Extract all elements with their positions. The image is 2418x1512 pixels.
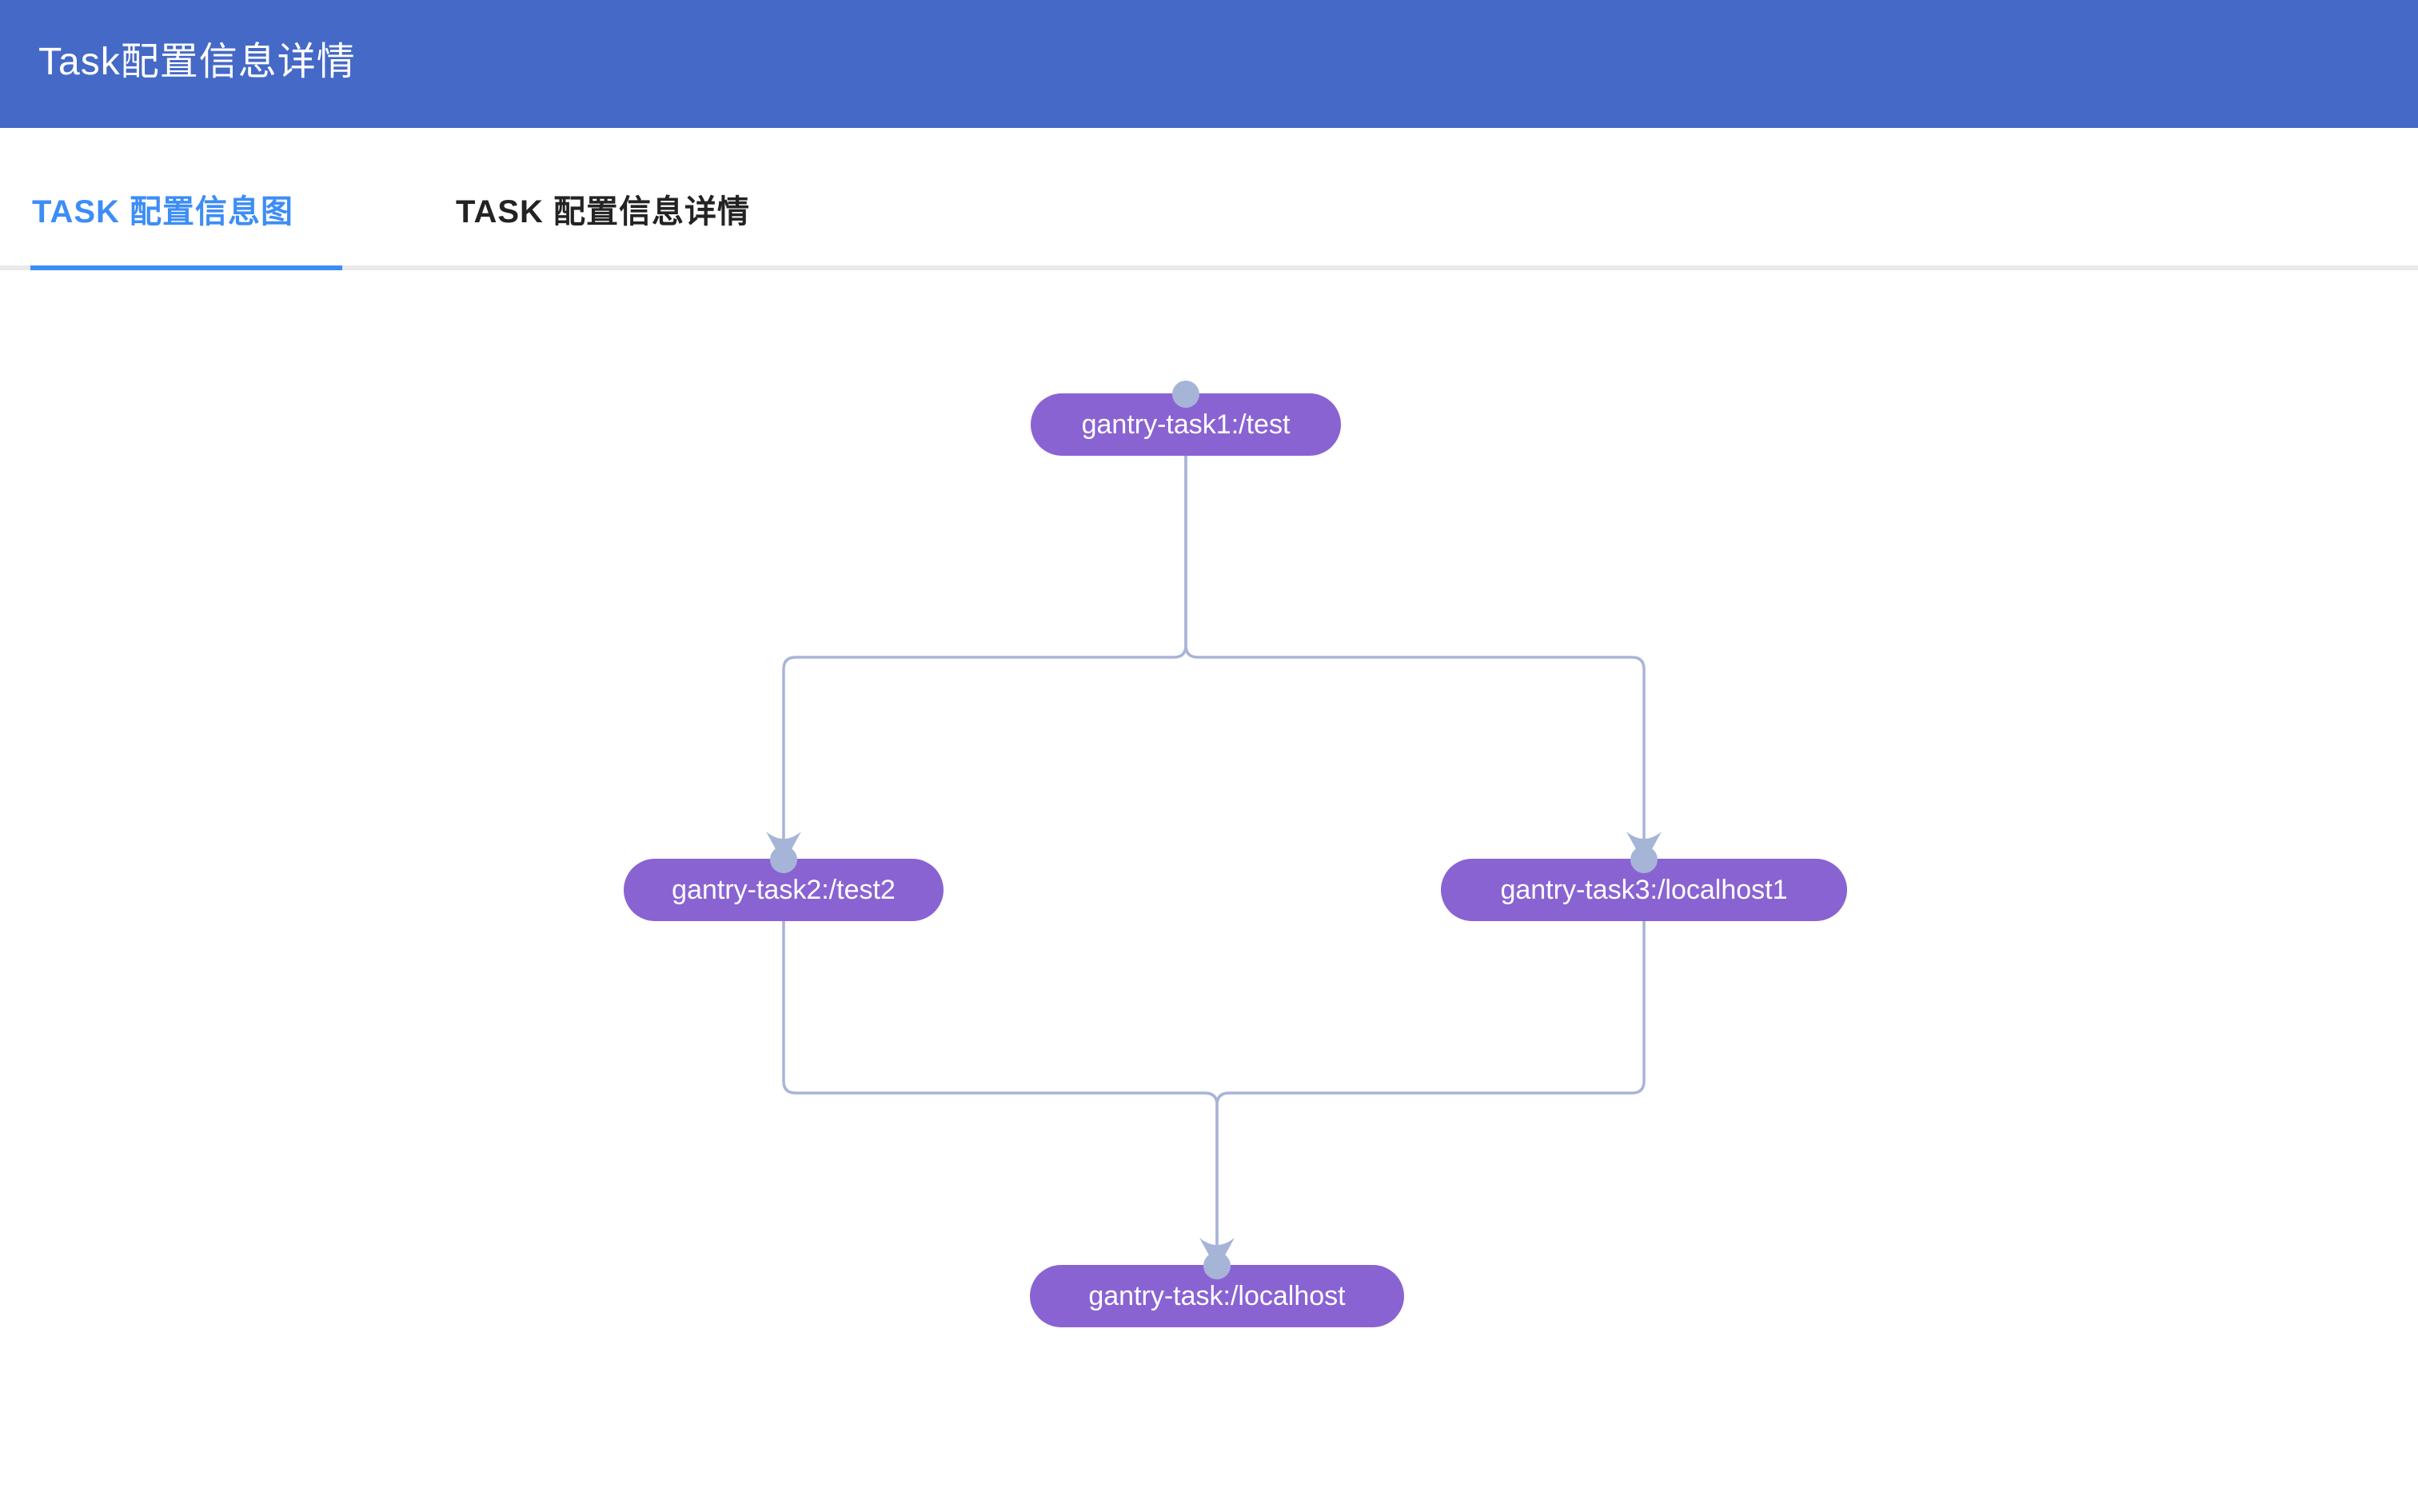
- flow-node-n1[interactable]: gantry-task1:/test: [1031, 393, 1341, 456]
- tab-bar: TASK 配置信息图 TASK 配置信息详情: [0, 128, 2418, 270]
- flow-node-n3[interactable]: gantry-task3:/localhost1: [1441, 859, 1847, 921]
- flow-node-n4[interactable]: gantry-task:/localhost: [1030, 1265, 1404, 1327]
- app-header: Task配置信息详情: [0, 0, 2418, 128]
- active-tab-ink-bar: [30, 265, 342, 270]
- tab-task-config-diagram[interactable]: TASK 配置信息图: [32, 194, 294, 229]
- flow-node-n2[interactable]: gantry-task2:/test2: [624, 859, 944, 921]
- tab-task-config-details[interactable]: TASK 配置信息详情: [456, 194, 751, 229]
- page-title: Task配置信息详情: [38, 41, 356, 83]
